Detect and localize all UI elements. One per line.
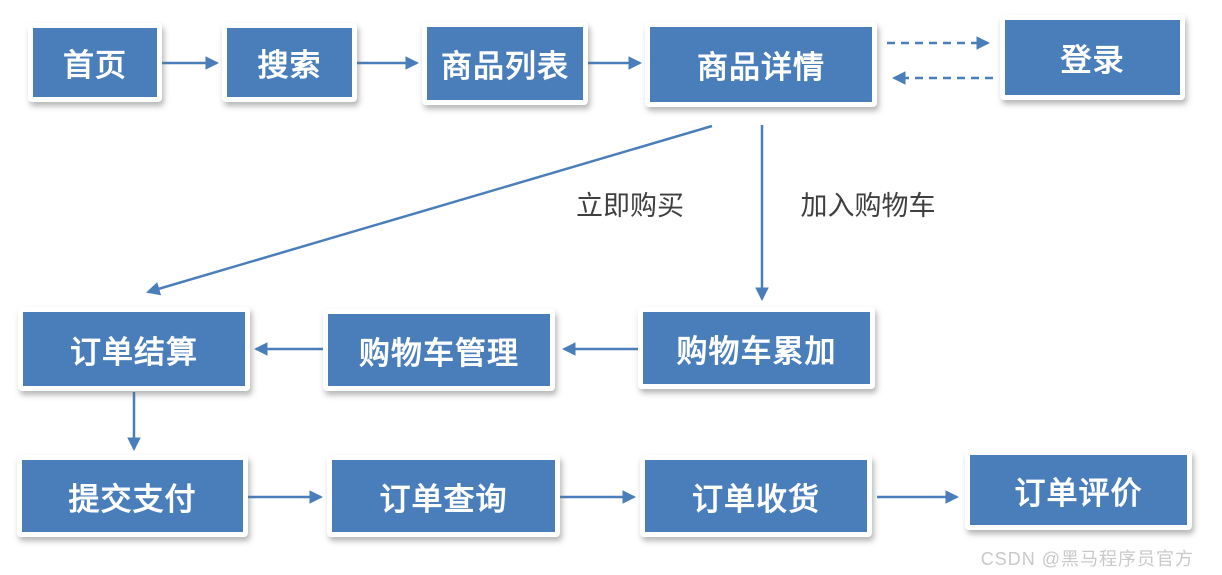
node-order-review: 订单评价	[965, 450, 1192, 530]
edge-label-buy-now: 立即购买	[576, 191, 684, 221]
node-product-list: 商品列表	[422, 22, 588, 105]
csdn-watermark: CSDN @黑马程序员官方	[980, 549, 1194, 569]
node-order-settlement: 订单结算	[18, 307, 250, 391]
node-product-detail: 商品详情	[645, 22, 877, 107]
node-search: 搜索	[222, 23, 357, 102]
node-login: 登录	[1000, 15, 1185, 100]
node-order-query: 订单查询	[327, 455, 560, 537]
node-order-receipt: 订单收货	[640, 455, 872, 537]
node-home: 首页	[28, 23, 162, 102]
node-cart-management: 购物车管理	[323, 309, 555, 391]
node-submit-payment: 提交支付	[17, 455, 248, 537]
edge-label-add-to-cart: 加入购物车	[800, 191, 936, 221]
arrow-buy-now-diagonal	[146, 124, 713, 296]
node-cart-accumulation: 购物车累加	[638, 307, 875, 389]
